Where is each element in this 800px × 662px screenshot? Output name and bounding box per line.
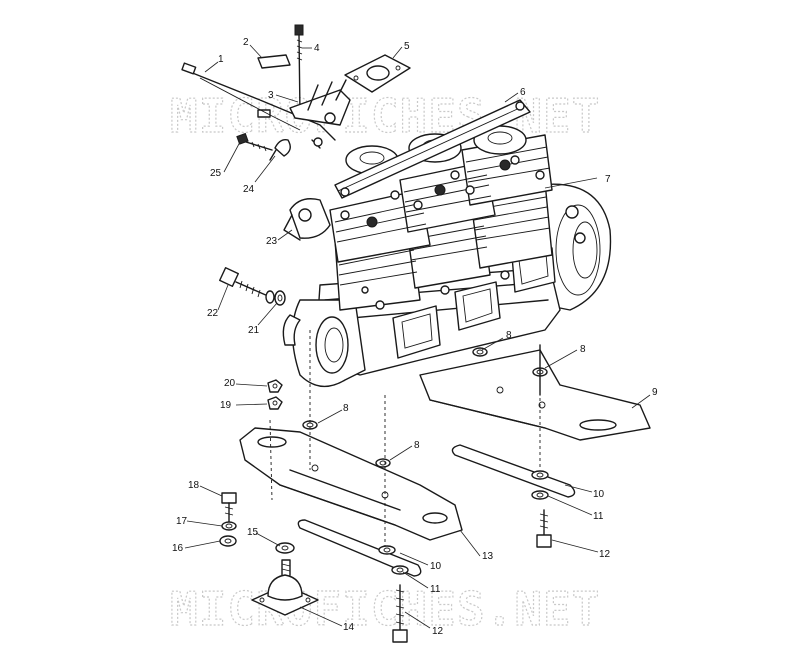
washer-16 — [219, 535, 237, 547]
washer-17 — [221, 521, 237, 531]
clamp — [269, 138, 291, 161]
callout-1: 1 — [218, 54, 224, 65]
callout-8b: 8 — [580, 344, 586, 355]
callout-21: 21 — [248, 325, 260, 336]
callout-8d: 8 — [414, 440, 420, 451]
callout-11b: 11 — [430, 584, 441, 595]
watermark-bottom: MICROFICHES.NET — [170, 582, 600, 636]
long-bolt — [294, 24, 304, 116]
throttle-cable — [181, 62, 336, 141]
right-mount-rail — [419, 344, 651, 441]
bolt-right-12 — [536, 509, 552, 548]
shim-right — [451, 444, 576, 500]
callout-6: 6 — [520, 87, 526, 98]
nut-19 — [267, 396, 283, 410]
callout-12a: 12 — [599, 549, 611, 560]
callout-5: 5 — [404, 41, 410, 52]
callout-18: 18 — [188, 480, 200, 491]
bolt-22 — [218, 266, 275, 304]
callout-13: 13 — [482, 551, 494, 562]
callout-12b: 12 — [432, 626, 444, 637]
washer-15 — [275, 542, 295, 554]
bolt-bottom-12 — [392, 584, 408, 643]
watermark-top: MICROFICHES.NET — [170, 89, 600, 143]
callout-14: 14 — [343, 622, 355, 633]
callout-8a: 8 — [506, 330, 512, 341]
left-mount-rail — [239, 420, 463, 541]
callout-17: 17 — [176, 516, 188, 527]
callout-2: 2 — [243, 37, 249, 48]
callout-16: 16 — [172, 543, 184, 554]
engine-block — [282, 99, 612, 388]
callout-3: 3 — [268, 90, 274, 101]
callout-24: 24 — [243, 184, 255, 195]
callout-19: 19 — [220, 400, 232, 411]
callout-9: 9 — [652, 387, 658, 398]
callout-15: 15 — [247, 527, 259, 538]
callout-11a: 11 — [593, 511, 604, 522]
decal — [257, 54, 291, 69]
callout-10b: 10 — [430, 561, 442, 572]
small-bolt-25 — [236, 132, 273, 152]
callout-25: 25 — [210, 168, 222, 179]
callout-7: 7 — [605, 174, 611, 185]
washer-21 — [274, 290, 286, 306]
callout-23: 23 — [266, 236, 278, 247]
callout-10a: 10 — [593, 489, 605, 500]
mounting-bracket — [289, 79, 351, 126]
callout-4: 4 — [314, 43, 320, 54]
gasket-plate — [344, 54, 411, 93]
callout-8c: 8 — [343, 403, 349, 414]
callout-22: 22 — [207, 308, 219, 319]
nut-20 — [267, 379, 283, 393]
bolt-18 — [221, 492, 237, 523]
callout-20: 20 — [224, 378, 236, 389]
callout-labels: 1 2 3 4 5 6 7 8 8 8 8 9 10 10 11 11 12 1… — [172, 37, 658, 637]
shim-left — [297, 519, 422, 577]
